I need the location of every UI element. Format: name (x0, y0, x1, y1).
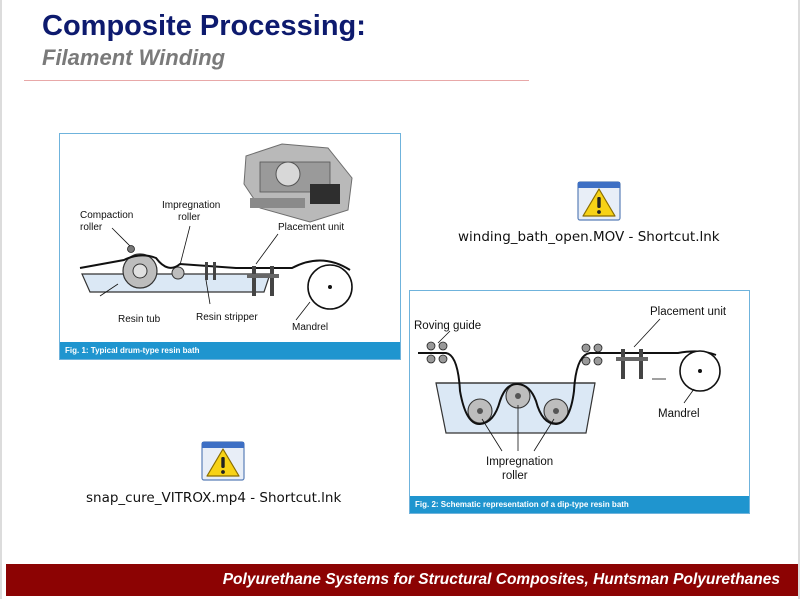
label-impregnation-roller-line2: roller (178, 212, 201, 223)
label-impregnation-roller-line1: Impregnation (162, 200, 220, 211)
compaction-roller-shape (127, 245, 135, 253)
footer-bar: Polyurethane Systems for Structural Comp… (6, 564, 798, 596)
figure-dip-resin-bath: Roving guide Placement unit Mandrel Impr… (409, 290, 750, 514)
label-placement-unit-dip: Placement unit (650, 306, 727, 318)
label-placement-unit: Placement unit (278, 222, 344, 233)
impregnation-roller-shape (171, 266, 185, 280)
slide-title: Composite Processing: (42, 10, 366, 42)
shortcut-label-snap-cure[interactable]: snap_cure_VITROX.mp4 - Shortcut.lnk (86, 490, 342, 506)
label-mandrel-dip: Mandrel (658, 408, 700, 420)
fiber-path-dip (418, 350, 717, 426)
title-divider (24, 80, 529, 81)
label-compaction-roller-line2: roller (80, 222, 103, 233)
slide-subtitle: Filament Winding (42, 45, 226, 70)
machine-photo (243, 143, 353, 223)
figure2-caption: Fig. 2: Schematic representation of a di… (410, 496, 749, 513)
dip-resin-bath-diagram: Roving guide Placement unit Mandrel Impr… (414, 306, 727, 482)
warning-icon[interactable] (201, 441, 245, 481)
drum-resin-bath-diagram: Compaction roller Impregnation roller Pl… (79, 143, 353, 333)
figure1-caption: Fig. 1: Typical drum-type resin bath (60, 342, 400, 359)
placement-unit-dip-shape (621, 349, 625, 379)
shortcut-label-winding-bath[interactable]: winding_bath_open.MOV - Shortcut.lnk (458, 229, 720, 245)
label-compaction-roller-line1: Compaction (80, 210, 133, 221)
warning-icon[interactable] (577, 181, 621, 221)
label-roving-guide: Roving guide (414, 320, 481, 332)
label-mandrel: Mandrel (292, 322, 328, 333)
placement-unit-shape (252, 266, 256, 296)
label-resin-tub: Resin tub (118, 314, 161, 325)
label-resin-stripper: Resin stripper (196, 312, 258, 323)
label-impregnation-roller-dip-line1: Impregnation (486, 456, 553, 468)
fiber-path (79, 254, 351, 271)
label-impregnation-roller-dip-line2: roller (502, 470, 528, 482)
roving-guide-roller-shape (426, 341, 436, 351)
figure-drum-resin-bath: Compaction roller Impregnation roller Pl… (59, 133, 401, 360)
footer-text: Polyurethane Systems for Structural Comp… (222, 571, 780, 588)
